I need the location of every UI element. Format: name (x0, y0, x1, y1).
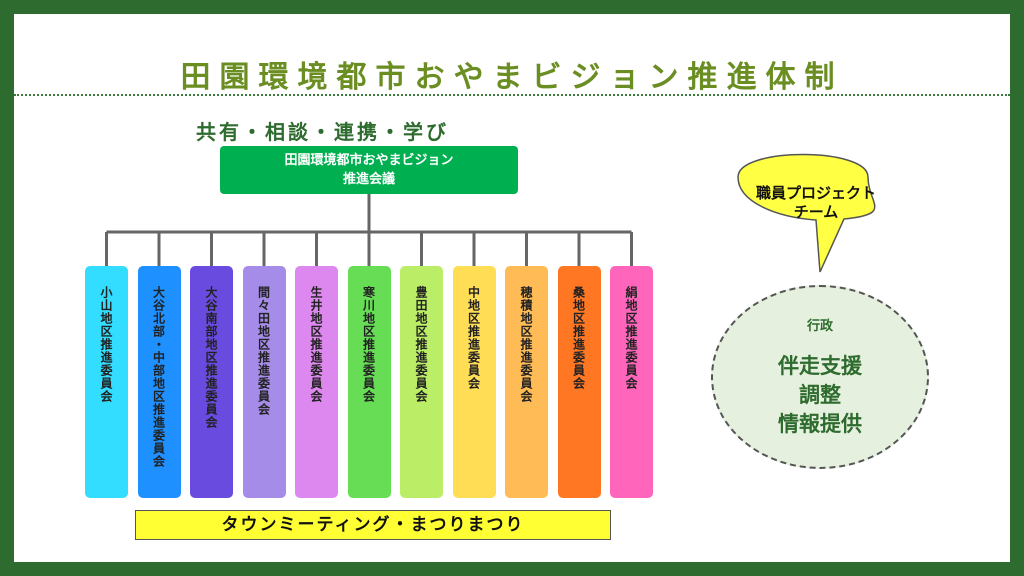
connector-lines (105, 194, 633, 266)
committee-label: 穂積地区推進委員会 (519, 286, 533, 403)
committee-box: 絹地区推進委員会 (610, 266, 653, 498)
admin-support-list: 伴走支援 調整 情報提供 (711, 352, 929, 439)
subtitle: 共有・相談・連携・学び (196, 120, 449, 144)
page-title: 田園環境都市おやまビジョン推進体制 (180, 60, 844, 95)
committee-box: 中地区推進委員会 (452, 266, 496, 498)
support-item: 調整 (799, 383, 841, 407)
committee-box: 豊田地区推進委員会 (400, 266, 443, 498)
council-line1: 田園環境都市おやまビジョン (284, 153, 454, 168)
council-line2: 推進会議 (342, 172, 395, 187)
committee-label: 大谷北部・中部地区推進委員会 (151, 286, 166, 468)
support-item: 伴走支援 (778, 354, 862, 378)
committee-label: 小山地区推進委員会 (99, 286, 113, 403)
project-team-label: 職員プロジェクト チーム (700, 184, 932, 222)
committee-label: 大谷南部地区推進委員会 (204, 286, 218, 429)
promotion-council-box: 田園環境都市おやまビジョン 推進会議 (220, 146, 518, 194)
admin-label: 行政 (806, 319, 833, 334)
title-divider (14, 94, 1010, 96)
committee-box: 小山地区推進委員会 (85, 266, 128, 498)
committee-box: 大谷北部・中部地区推進委員会 (137, 266, 181, 498)
admin-circle (711, 285, 929, 469)
committee-label: 生井地区推進委員会 (309, 286, 323, 403)
committee-label: 桑地区推進委員会 (571, 286, 586, 390)
town-meeting-banner: タウンミーティング・まつりまつり (135, 510, 611, 540)
support-item: 情報提供 (778, 412, 862, 436)
committee-label: 寒川地区推進委員会 (361, 286, 376, 403)
committee-box: 大谷南部地区推進委員会 (190, 266, 233, 498)
committee-box: 桑地区推進委員会 (557, 266, 601, 498)
committee-label: 中地区推進委員会 (466, 286, 481, 390)
committee-box: 穂積地区推進委員会 (505, 266, 548, 498)
committee-box: 生井地区推進委員会 (295, 266, 338, 498)
slide-frame: 田園環境都市おやまビジョン推進体制 共有・相談・連携・学び 田園環境都市おやまビ… (14, 14, 1010, 562)
project-team-line1: 職員プロジェクト (755, 184, 876, 202)
committee-box: 寒川地区推進委員会 (347, 266, 391, 498)
speech-bubble (737, 153, 876, 273)
speech-bubble-shape (737, 153, 876, 273)
committee-label: 豊田地区推進委員会 (414, 286, 428, 403)
committee-label: 絹地区推進委員会 (624, 286, 638, 390)
committee-box: 間々田地区推進委員会 (242, 266, 286, 498)
project-team-line2: チーム (793, 203, 839, 221)
committee-label: 間々田地区推進委員会 (256, 286, 271, 416)
